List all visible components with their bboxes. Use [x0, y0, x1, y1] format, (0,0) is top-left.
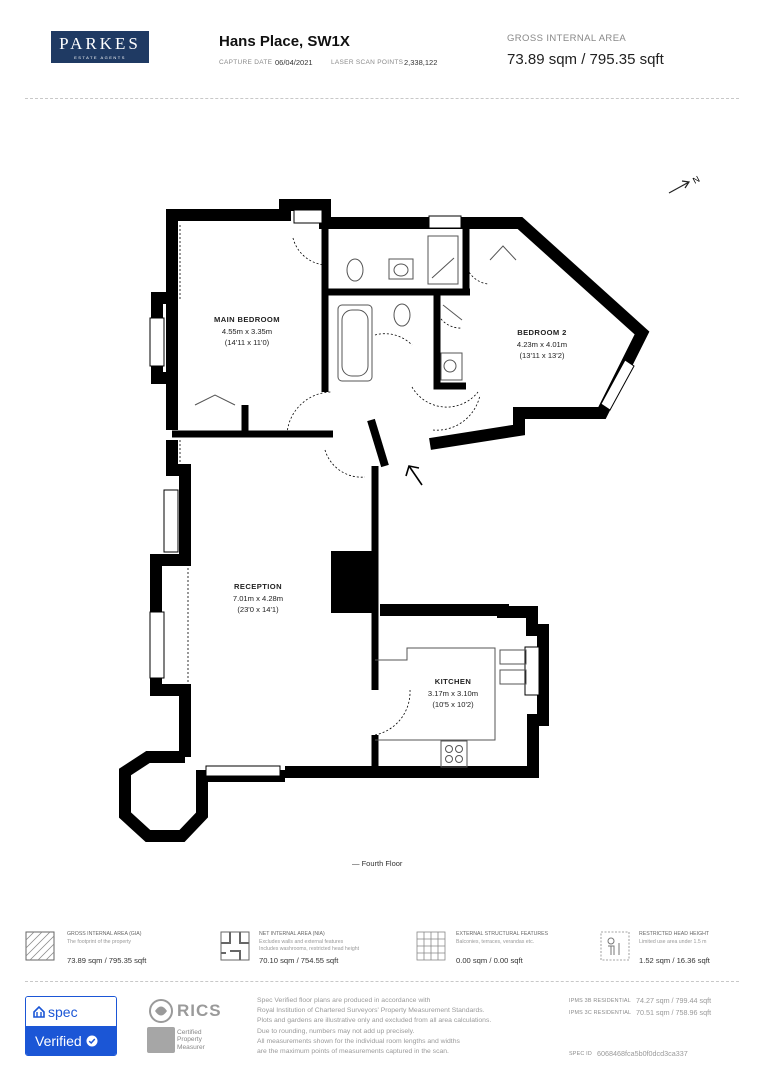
floor-plan: N	[119, 174, 701, 842]
stat-value: 70.10 sqm / 754.55 sqft	[259, 956, 339, 965]
disclaimer-line: Due to rounding, numbers may not add up …	[257, 1027, 415, 1035]
footer-divider	[25, 981, 739, 982]
stat-title: RESTRICTED HEAD HEIGHT	[639, 931, 710, 937]
stat-title: NET INTERNAL AREA (NIA)	[259, 931, 325, 937]
disclaimer-line: Plots and gardens are illustrative only …	[257, 1017, 492, 1025]
spec-verified-label: Verified	[35, 1032, 82, 1049]
room-imperial: (23'0 x 14'1)	[237, 605, 279, 614]
stat-sub: Includes washrooms, restricted head heig…	[259, 946, 360, 952]
room-dims: 7.01m x 4.28m	[233, 594, 283, 603]
entry-wall	[367, 418, 389, 468]
ipms-label: IPMS 3C RESIDENTIAL	[569, 1010, 632, 1016]
room-name: BEDROOM 2	[517, 328, 567, 337]
stat-sub: Excludes walls and external features	[259, 939, 344, 945]
disclaimer-line: are the maximum points of measurements c…	[257, 1048, 449, 1056]
disclaimer-line: Royal Institution of Chartered Surveyors…	[257, 1007, 485, 1015]
entrance-arrow-icon	[405, 465, 423, 486]
capture-date-label: CAPTURE DATE	[219, 59, 273, 66]
ipms-value: 74.27 sqm / 799.44 sqft	[636, 996, 712, 1005]
ipms-label: IPMS 3B RESIDENTIAL	[569, 998, 631, 1004]
spec-id-label: SPEC ID	[569, 1051, 592, 1057]
door-swings	[179, 225, 489, 736]
rics-cert-line: Measurer	[177, 1043, 205, 1051]
spec-house-icon	[33, 1005, 45, 1018]
room-imperial: (10'5 x 10'2)	[432, 700, 474, 709]
scan-points-label: LASER SCAN POINTS	[331, 59, 404, 66]
room-imperial: (13'11 x 13'2)	[520, 351, 565, 360]
rics-cert-line: Property	[177, 1036, 202, 1044]
north-label: N	[691, 174, 701, 186]
stat-sub: The footprint of the property	[67, 939, 132, 945]
header-divider	[25, 98, 739, 99]
spec-name: spec	[48, 1003, 78, 1020]
room-name: KITCHEN	[435, 677, 472, 686]
check-circle-icon	[86, 1035, 98, 1046]
stat-title: GROSS INTERNAL AREA (GIA)	[67, 931, 142, 937]
spec-verified-badge: spec Verified	[25, 996, 117, 1056]
room-imperial: (14'11 x 11'0)	[225, 338, 270, 347]
exterior-walls	[119, 199, 650, 842]
disclaimer-line: All measurements shown for the individua…	[257, 1037, 460, 1045]
logo-name: PARKES	[59, 34, 141, 53]
gia-hatch-icon	[25, 931, 55, 961]
ipms-value: 70.51 sqm / 758.96 sqft	[636, 1008, 712, 1017]
floor-label: — Fourth Floor	[352, 859, 403, 868]
room-name: MAIN BEDROOM	[214, 315, 280, 324]
fixtures	[194, 235, 527, 768]
room-name: RECEPTION	[234, 582, 282, 591]
scan-points-value: 2,338,122	[404, 58, 438, 67]
parkes-logo: PARKES ESTATE AGENTS	[51, 31, 149, 63]
head-height-icon	[600, 931, 630, 961]
room-dims: 4.55m x 3.35m	[222, 327, 272, 336]
stat-sub: Limited use area under 1.5 m	[639, 939, 707, 945]
disclaimer-line: Spec Verified floor plans are produced i…	[257, 997, 431, 1004]
stat-title: EXTERNAL STRUCTURAL FEATURES	[456, 931, 549, 937]
interior-walls	[172, 223, 470, 772]
capture-date-value: 06/04/2021	[275, 58, 313, 67]
disclaimer: Spec Verified floor plans are produced i…	[257, 996, 557, 1057]
north-arrow-icon: N	[668, 174, 701, 194]
chimney-breast	[331, 551, 378, 613]
room-dims: 4.23m x 4.01m	[517, 340, 567, 349]
stat-value: 73.89 sqm / 795.35 sqft	[67, 956, 147, 965]
logo-sub: ESTATE AGENTS	[74, 55, 126, 60]
stat-value: 1.52 sqm / 16.36 sqft	[639, 956, 710, 965]
spec-id-value: 6068468fca5b0f0dcd3ca337	[597, 1049, 688, 1058]
gia-header-label: GROSS INTERNAL AREA	[507, 33, 627, 44]
nia-plan-icon	[220, 931, 250, 961]
rics-emblem-icon	[149, 999, 173, 1023]
stat-value: 0.00 sqm / 0.00 sqft	[456, 956, 523, 965]
room-dims: 3.17m x 3.10m	[428, 689, 478, 698]
property-address: Hans Place, SW1X	[219, 33, 350, 50]
rics-cert-line: Certified	[177, 1029, 202, 1036]
rics-name: RICS	[177, 1001, 222, 1020]
grid-icon	[416, 931, 446, 961]
stat-sub: Balconies, terraces, verandas etc.	[456, 939, 535, 945]
windows	[149, 209, 635, 777]
gia-header-value: 73.89 sqm / 795.35 sqft	[507, 51, 664, 68]
